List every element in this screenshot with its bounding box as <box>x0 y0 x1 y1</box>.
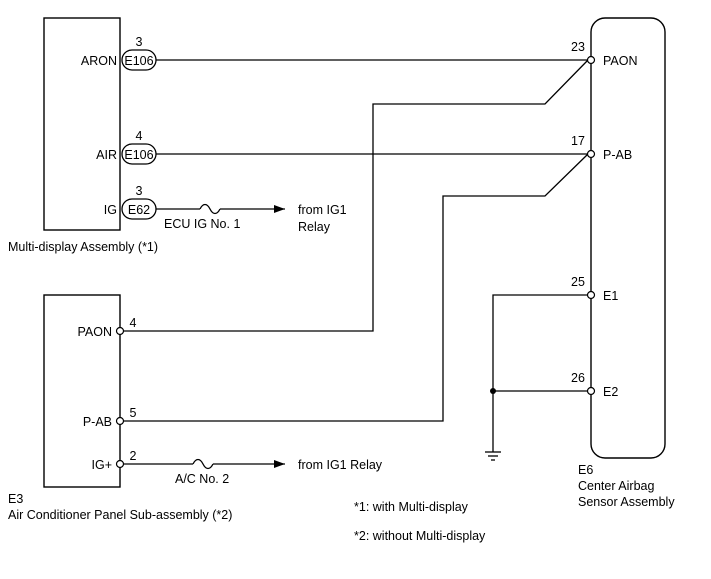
fuse-ecu-ig-symbol <box>199 203 221 215</box>
pin-number-paon-ac: 4 <box>130 316 137 330</box>
terminal-e2-sensor <box>586 386 596 396</box>
pin-name-pab-sensor: P-AB <box>603 148 632 162</box>
pin-number-e1-sensor: 25 <box>571 275 585 289</box>
pin-name-e2-sensor: E2 <box>603 385 618 399</box>
pin-number-ig: 3 <box>136 184 143 198</box>
multi-display-box <box>43 17 121 231</box>
terminal-pab-ac <box>115 416 125 426</box>
ground-icon <box>485 451 501 461</box>
source-ig1-top-line2: Relay <box>298 220 331 234</box>
pin-name-ig: IG <box>104 203 117 217</box>
pin-number-paon-sensor: 23 <box>571 40 585 54</box>
note-2: *2: without Multi-display <box>354 529 486 543</box>
connector-label-e106-air: E106 <box>124 148 153 162</box>
source-ig1-bottom: from IG1 Relay <box>298 458 383 472</box>
arrow-icon <box>274 205 285 213</box>
ac-panel-code: E3 <box>8 492 23 506</box>
airbag-sensor-box <box>590 17 666 459</box>
pin-name-pab-ac: P-AB <box>83 415 112 429</box>
airbag-sensor-caption-line2: Sensor Assembly <box>578 495 675 509</box>
connector-e106-aron <box>121 49 157 71</box>
arrow-icon <box>274 460 285 468</box>
ac-panel-box <box>43 294 121 488</box>
junction-dot <box>490 388 496 394</box>
terminal-paon-ac <box>115 326 125 336</box>
airbag-sensor-caption-line1: Center Airbag <box>578 479 654 493</box>
connector-e62-ig <box>121 198 157 220</box>
pin-number-igplus-ac: 2 <box>130 449 137 463</box>
pin-name-e1-sensor: E1 <box>603 289 618 303</box>
multi-display-caption: Multi-display Assembly (*1) <box>8 240 158 254</box>
fuse-ac-label: A/C No. 2 <box>175 472 229 486</box>
pin-name-paon-ac: PAON <box>78 325 113 339</box>
wire-paon-ac-to-sensor <box>124 59 589 332</box>
fuse-ac-symbol <box>192 458 214 470</box>
terminal-e1-sensor <box>586 290 596 300</box>
pin-number-pab-sensor: 17 <box>571 134 585 148</box>
wire-e1-ground <box>492 294 588 452</box>
connector-e106-air <box>121 143 157 165</box>
terminal-igplus-ac <box>115 459 125 469</box>
pin-number-air: 4 <box>136 129 143 143</box>
pin-number-pab-ac: 5 <box>130 406 137 420</box>
pin-number-aron: 3 <box>136 35 143 49</box>
pin-name-igplus-ac: IG+ <box>92 458 113 472</box>
terminal-pab-sensor <box>586 149 596 159</box>
pin-number-e2-sensor: 26 <box>571 371 585 385</box>
ac-panel-caption: Air Conditioner Panel Sub-assembly (*2) <box>8 508 232 522</box>
pin-name-air: AIR <box>96 148 117 162</box>
pin-name-paon-sensor: PAON <box>603 54 638 68</box>
terminal-paon-sensor <box>586 55 596 65</box>
wire-pab-ac-to-sensor <box>124 153 589 422</box>
connector-label-e62: E62 <box>128 203 150 217</box>
airbag-sensor-code: E6 <box>578 463 593 477</box>
source-ig1-top-line1: from IG1 <box>298 203 347 217</box>
fuse-ecu-ig-label: ECU IG No. 1 <box>164 217 240 231</box>
note-1: *1: with Multi-display <box>354 500 469 514</box>
pin-name-aron: ARON <box>81 54 117 68</box>
connector-label-e106-aron: E106 <box>124 54 153 68</box>
